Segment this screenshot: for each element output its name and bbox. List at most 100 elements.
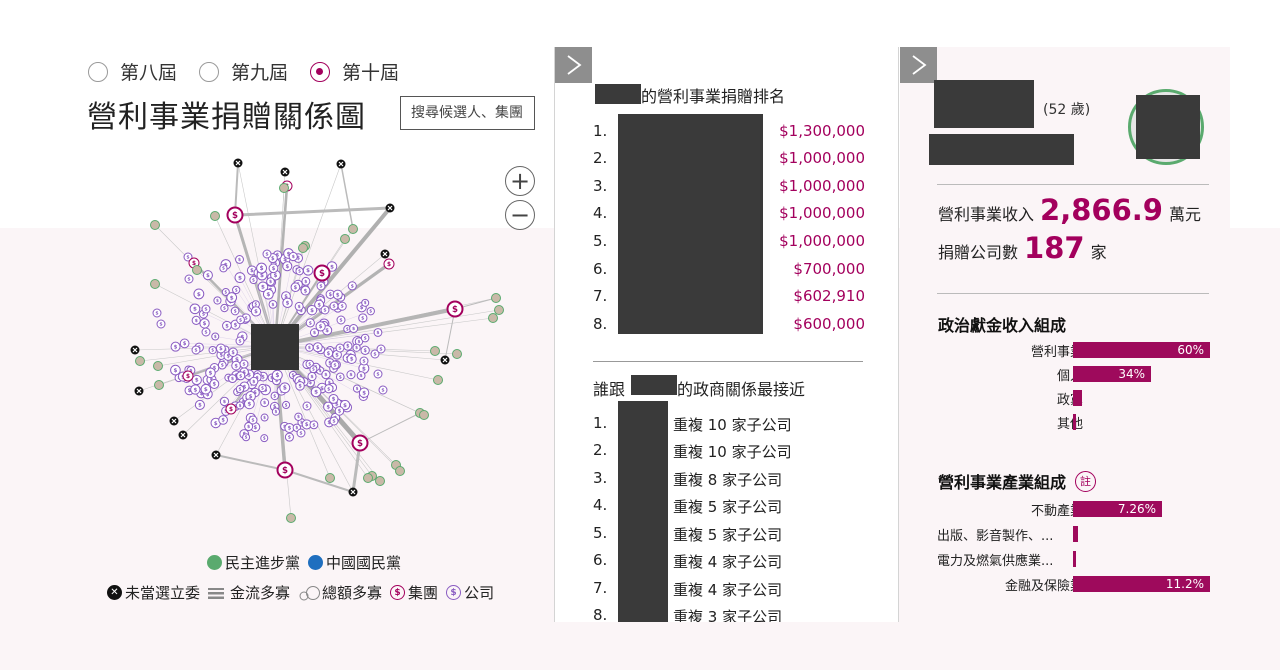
company-node[interactable]: $: [282, 400, 291, 410]
company-node[interactable]: $: [312, 342, 323, 353]
not-elected-node[interactable]: [280, 167, 290, 177]
company-node[interactable]: $: [249, 376, 259, 386]
company-node[interactable]: $: [219, 396, 230, 407]
company-node[interactable]: $: [242, 433, 251, 442]
company-node[interactable]: $: [295, 381, 305, 391]
company-node[interactable]: $: [366, 306, 375, 316]
not-elected-node[interactable]: [348, 487, 358, 497]
bar-row[interactable]: 出版、影音製作、...: [920, 525, 1210, 544]
panel-toggle-button[interactable]: [900, 47, 937, 83]
company-node[interactable]: $: [249, 275, 258, 285]
relation-row[interactable]: 3.重複 8 家子公司: [593, 469, 783, 489]
relation-row[interactable]: 5.重複 5 家子公司: [593, 524, 783, 544]
legislator-node[interactable]: [340, 234, 350, 244]
company-node[interactable]: $: [294, 301, 304, 311]
company-node[interactable]: $: [258, 383, 267, 393]
company-node[interactable]: $: [236, 371, 246, 381]
group-node[interactable]: $: [446, 300, 464, 318]
company-node[interactable]: $: [290, 282, 301, 293]
bar-row[interactable]: 其他: [920, 413, 1210, 432]
company-node[interactable]: $: [244, 421, 254, 432]
relation-row[interactable]: 7.重複 4 家子公司: [593, 579, 783, 599]
legislator-node[interactable]: [279, 183, 289, 193]
company-node[interactable]: $: [332, 289, 343, 300]
company-node[interactable]: $: [220, 303, 229, 313]
company-node[interactable]: $: [314, 299, 325, 310]
not-elected-node[interactable]: [233, 158, 243, 168]
company-node[interactable]: $: [329, 301, 339, 311]
company-node[interactable]: $: [330, 360, 340, 370]
company-node[interactable]: $: [279, 382, 291, 394]
company-node[interactable]: $: [191, 374, 202, 386]
relation-row[interactable]: 4.重複 5 家子公司: [593, 496, 783, 516]
company-node[interactable]: $: [376, 344, 386, 354]
bar-row[interactable]: 政黨: [920, 389, 1210, 408]
company-node[interactable]: $: [282, 261, 293, 272]
company-node[interactable]: $: [235, 401, 245, 410]
company-node[interactable]: $: [183, 252, 193, 262]
company-node[interactable]: $: [231, 360, 241, 371]
company-node[interactable]: $: [215, 343, 226, 354]
company-node[interactable]: $: [320, 305, 330, 315]
group-node[interactable]: $: [351, 434, 369, 452]
company-node[interactable]: $: [324, 384, 334, 394]
legislator-node[interactable]: [395, 466, 405, 476]
group-node[interactable]: $: [182, 370, 194, 382]
company-node[interactable]: $: [296, 428, 306, 438]
company-node[interactable]: $: [288, 251, 298, 262]
ranking-row[interactable]: 1.$1,300,000: [593, 122, 865, 140]
company-node[interactable]: $: [323, 348, 334, 358]
company-node[interactable]: $: [232, 285, 241, 295]
company-node[interactable]: $: [226, 292, 238, 303]
company-node[interactable]: $: [310, 386, 322, 398]
company-node[interactable]: $: [356, 371, 366, 381]
company-node[interactable]: $: [309, 365, 318, 374]
company-node[interactable]: $: [270, 391, 280, 401]
company-node[interactable]: $: [337, 301, 347, 311]
legislator-node[interactable]: [494, 305, 504, 315]
company-node[interactable]: $: [360, 345, 370, 356]
company-node[interactable]: $: [235, 336, 245, 346]
ranking-row[interactable]: 4.$1,000,000: [593, 204, 865, 222]
legislator-node[interactable]: [491, 293, 501, 303]
company-node[interactable]: $: [228, 374, 237, 384]
ranking-row[interactable]: 2.$1,000,000: [593, 149, 865, 167]
legislator-node[interactable]: [488, 313, 498, 323]
company-node[interactable]: $: [329, 416, 339, 426]
company-node[interactable]: $: [184, 274, 194, 284]
company-node[interactable]: $: [284, 432, 294, 442]
relation-row[interactable]: 2.重複 10 家子公司: [593, 441, 792, 461]
not-elected-node[interactable]: [440, 355, 450, 365]
legislator-node[interactable]: [192, 265, 202, 275]
company-node[interactable]: $: [235, 384, 245, 394]
company-node[interactable]: $: [191, 315, 201, 325]
legislator-node[interactable]: [298, 243, 308, 253]
company-node[interactable]: $: [219, 264, 228, 273]
not-elected-node[interactable]: [169, 416, 179, 426]
company-node[interactable]: $: [346, 353, 357, 365]
company-node[interactable]: $: [271, 369, 283, 381]
company-node[interactable]: $: [235, 255, 244, 264]
company-node[interactable]: $: [211, 332, 220, 341]
company-node[interactable]: $: [284, 422, 295, 434]
company-node[interactable]: $: [222, 320, 232, 331]
company-node[interactable]: $: [302, 265, 314, 276]
legislator-node[interactable]: [135, 356, 145, 366]
company-node[interactable]: $: [336, 315, 346, 325]
company-node[interactable]: $: [268, 299, 278, 309]
company-node[interactable]: $: [352, 384, 362, 393]
company-node[interactable]: $: [349, 324, 359, 334]
company-node[interactable]: $: [358, 313, 368, 323]
company-node[interactable]: $: [239, 359, 249, 369]
company-node[interactable]: $: [305, 318, 315, 328]
company-node[interactable]: $: [230, 306, 240, 316]
company-node[interactable]: $: [301, 276, 311, 286]
company-node[interactable]: $: [361, 298, 370, 307]
company-node[interactable]: $: [262, 249, 272, 259]
company-node[interactable]: $: [257, 281, 269, 293]
company-node[interactable]: $: [334, 406, 345, 416]
ranking-row[interactable]: 8.$600,000: [593, 315, 865, 333]
